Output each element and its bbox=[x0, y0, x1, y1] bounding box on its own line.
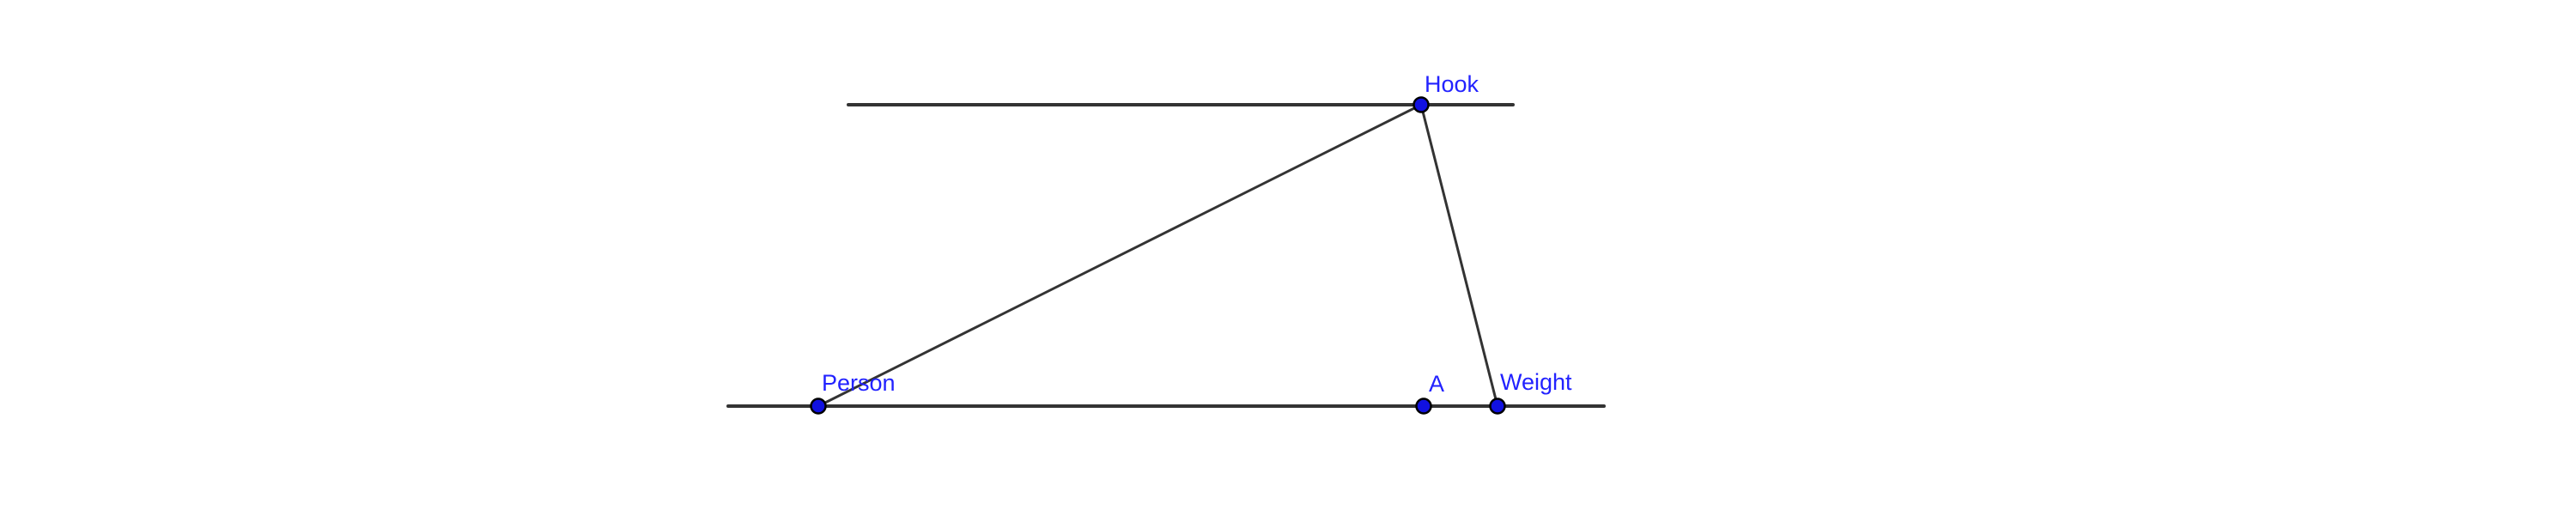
point-label-weight: Weight bbox=[1500, 369, 1572, 395]
point-weight[interactable] bbox=[1489, 398, 1506, 415]
point-label-person: Person bbox=[822, 370, 896, 396]
segment-rope-person-hook[interactable] bbox=[817, 103, 1423, 408]
point-a[interactable] bbox=[1415, 398, 1432, 415]
segment-rope-hook-weight[interactable] bbox=[1419, 103, 1499, 408]
point-person[interactable] bbox=[810, 398, 827, 415]
point-hook[interactable] bbox=[1413, 96, 1430, 113]
point-label-a: A bbox=[1429, 371, 1445, 397]
point-label-hook: Hook bbox=[1425, 71, 1479, 97]
